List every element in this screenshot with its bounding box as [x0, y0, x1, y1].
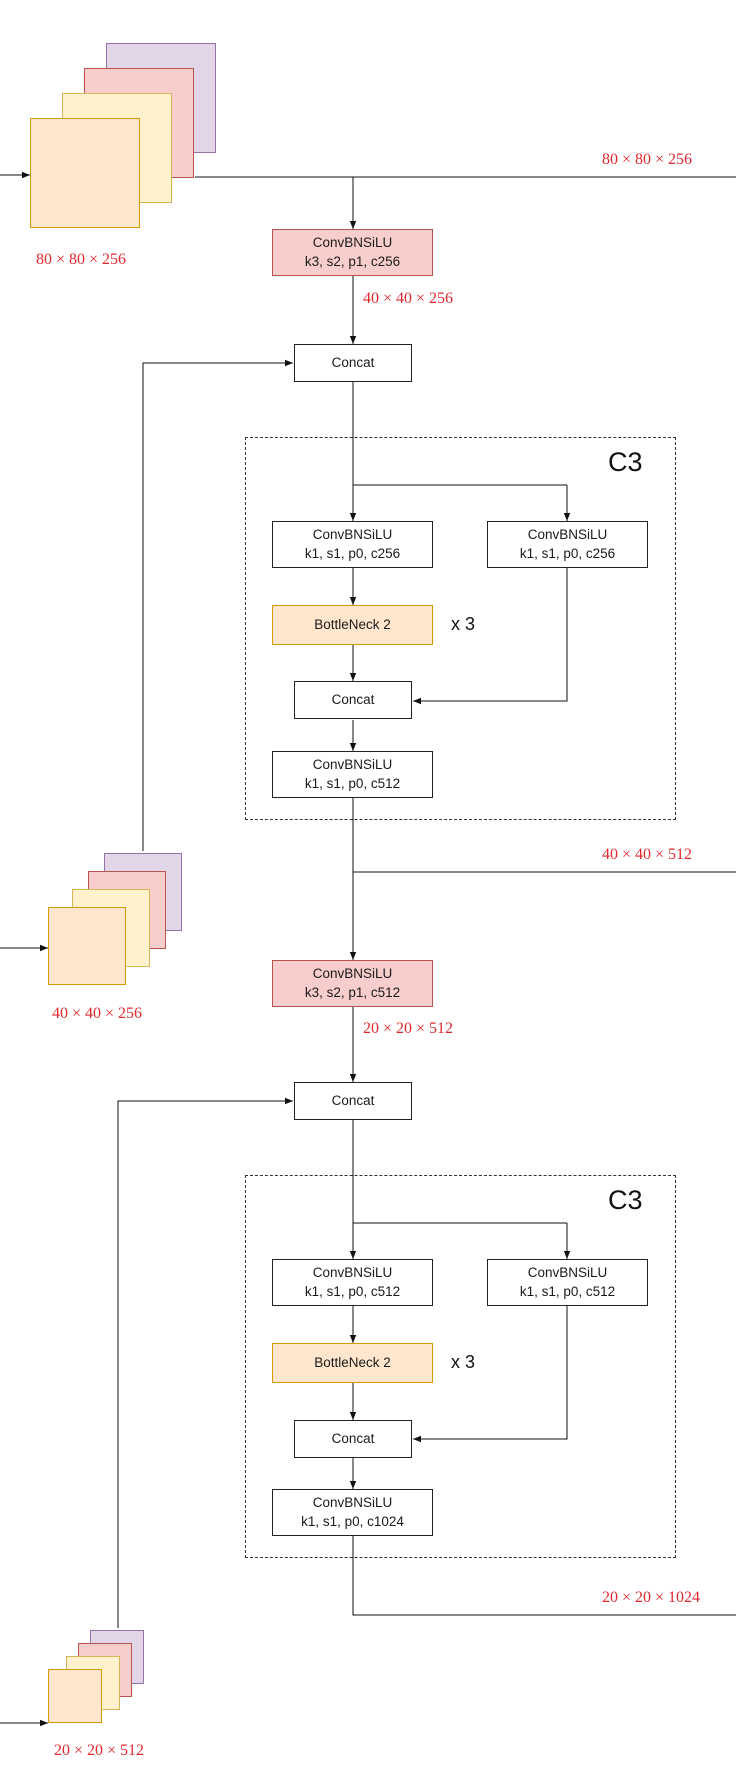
stage1-down-dim: 40 × 40 × 256: [363, 290, 454, 307]
c3-block-1: [245, 437, 676, 820]
down-conv-2-label: ConvBNSiLU: [312, 966, 393, 981]
c3-2-left-conv-params: k1, s1, p0, c512: [304, 1284, 401, 1299]
c3-2-left-conv[interactable]: ConvBNSiLU k1, s1, p0, c512: [272, 1259, 433, 1306]
down-conv-2-params: k3, s2, p1, c512: [304, 985, 401, 1000]
c3-block-2: [245, 1175, 676, 1558]
c3-1-left-conv[interactable]: ConvBNSiLU k1, s1, p0, c256: [272, 521, 433, 568]
c3-2-right-conv-label: ConvBNSiLU: [527, 1265, 608, 1280]
c3-2-output-line: [352, 1536, 736, 1616]
c3-1-out-conv[interactable]: ConvBNSiLU k1, s1, p0, c512: [272, 751, 433, 798]
c3-2-output-dim: 20 × 20 × 1024: [602, 1589, 701, 1606]
c3-1-right-conv-params: k1, s1, p0, c256: [519, 546, 616, 561]
skip-line-stage1: [142, 359, 293, 851]
c3-2-out-conv[interactable]: ConvBNSiLU k1, s1, p0, c1024: [272, 1489, 433, 1536]
c3-2-out-conv-params: k1, s1, p0, c1024: [301, 1514, 404, 1529]
concat-1[interactable]: Concat: [294, 344, 412, 382]
arrow-c3-2-right-to-concat: [413, 1306, 568, 1443]
stage1-input-dim: 80 × 80 × 256: [36, 251, 127, 268]
c3-1-output-dim: 40 × 40 × 512: [602, 846, 693, 863]
arrow-c3-1-right-to-concat: [413, 567, 568, 705]
c3-2-right-conv[interactable]: ConvBNSiLU k1, s1, p0, c512: [487, 1259, 648, 1306]
c3-2-out-conv-label: ConvBNSiLU: [312, 1495, 393, 1510]
c3-2-bottleneck[interactable]: BottleNeck 2: [272, 1343, 433, 1383]
c3-1-out-conv-label: ConvBNSiLU: [312, 757, 393, 772]
c3-1-repeat-label: x 3: [451, 614, 476, 634]
stage2-skip-dim: 20 × 20 × 512: [54, 1742, 145, 1759]
tensor-layer-orange: [30, 118, 140, 228]
c3-1-right-conv-label: ConvBNSiLU: [527, 527, 608, 542]
c3-1-left-conv-label: ConvBNSiLU: [312, 527, 393, 542]
c3-1-right-conv[interactable]: ConvBNSiLU k1, s1, p0, c256: [487, 521, 648, 568]
tensor-layer-orange: [48, 907, 126, 985]
down-conv-1-params: k3, s2, p1, c256: [304, 254, 401, 269]
stage2-down-dim: 20 × 20 × 512: [363, 1020, 454, 1037]
down-conv-2[interactable]: ConvBNSiLU k3, s2, p1, c512: [272, 960, 433, 1007]
c3-1-left-conv-params: k1, s1, p0, c256: [304, 546, 401, 561]
c3-2-right-conv-params: k1, s1, p0, c512: [519, 1284, 616, 1299]
down-conv-1-label: ConvBNSiLU: [312, 235, 393, 250]
c3-1-concat[interactable]: Concat: [294, 681, 412, 719]
skip-line-stage2: [117, 1097, 293, 1628]
stage1-skip-dim: 40 × 40 × 256: [52, 1005, 143, 1022]
down-conv-1[interactable]: ConvBNSiLU k3, s2, p1, c256: [272, 229, 433, 276]
c3-2-left-conv-label: ConvBNSiLU: [312, 1265, 393, 1280]
c3-1-bottleneck[interactable]: BottleNeck 2: [272, 605, 433, 645]
stage1-output-dim: 80 × 80 × 256: [602, 151, 693, 168]
c3-2-concat[interactable]: Concat: [294, 1420, 412, 1458]
tensor-layer-orange: [48, 1669, 102, 1723]
c3-block-1-label: C3: [608, 447, 643, 477]
c3-block-2-label: C3: [608, 1185, 643, 1215]
c3-1-out-conv-params: k1, s1, p0, c512: [304, 776, 401, 791]
concat-2[interactable]: Concat: [294, 1082, 412, 1120]
c3-2-repeat-label: x 3: [451, 1352, 476, 1372]
